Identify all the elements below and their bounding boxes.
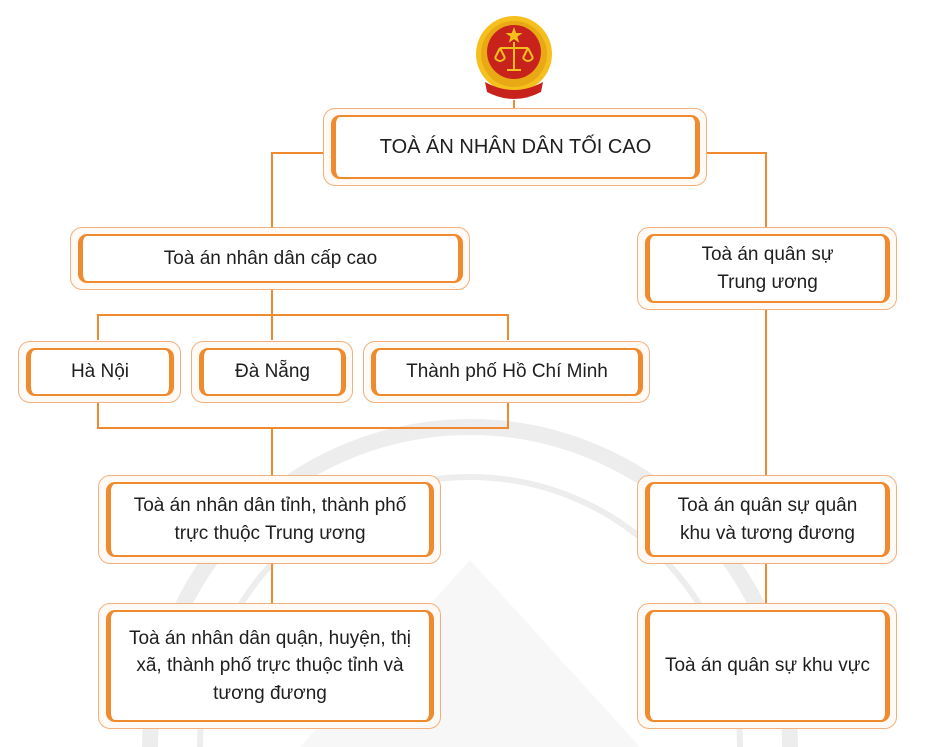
node-military-area-label: Toà án quân sự khu vực (664, 655, 870, 677)
node-military-area: Toà án quân sự khu vực (637, 603, 897, 729)
node-military-area-frame: Toà án quân sự khu vực (645, 610, 890, 722)
node-military-region-line2: khu và tương đương (679, 522, 855, 544)
node-hcm: Thành phố Hồ Chí Minh (363, 341, 650, 403)
node-danang-label: Đà Nẵng (235, 361, 310, 383)
node-danang-frame: Đà Nẵng (199, 348, 346, 396)
connector-supreme-high (271, 152, 331, 228)
node-supreme-court: TOÀ ÁN NHÂN DÂN TỐI CAO (323, 108, 707, 186)
node-supreme-court-frame: TOÀ ÁN NHÂN DÂN TỐI CAO (331, 115, 700, 179)
node-district-line1: Toà án nhân dân quận, huyện, thị (128, 627, 412, 649)
node-district-line3: tương đương (213, 682, 327, 704)
node-hcm-label: Thành phố Hồ Chí Minh (406, 361, 608, 383)
node-military-region-frame: Toà án quân sự quân khu và tương đương (645, 482, 890, 557)
node-hanoi: Hà Nội (18, 341, 181, 403)
node-military-region-label: Toà án quân sự quân khu và tương đương (672, 492, 864, 547)
node-military-central-line2: Trung ương (717, 271, 818, 293)
connector-supreme-military (700, 152, 767, 228)
node-high-court-label: Toà án nhân dân cấp cao (163, 247, 378, 269)
node-hanoi-frame: Hà Nội (26, 348, 174, 396)
node-provincial-court-frame: Toà án nhân dân tỉnh, thành phố trực thu… (106, 482, 434, 557)
connector-regional-frame (97, 400, 509, 429)
node-hcm-frame: Thành phố Hồ Chí Minh (371, 348, 643, 396)
node-military-region-line1: Toà án quân sự quân (677, 494, 858, 516)
connector-regional-bus (97, 314, 509, 340)
node-district-court-frame: Toà án nhân dân quận, huyện, thị xã, thà… (106, 610, 434, 722)
node-district-court-label: Toà án nhân dân quận, huyện, thị xã, thà… (123, 625, 417, 708)
node-high-court-frame: Toà án nhân dân cấp cao (78, 234, 463, 283)
node-hanoi-label: Hà Nội (70, 361, 130, 383)
node-military-central-line1: Toà án quân sự (701, 243, 834, 265)
node-provincial-line1: Toà án nhân dân tỉnh, thành phố (133, 494, 407, 516)
node-provincial-court-label: Toà án nhân dân tỉnh, thành phố trực thu… (128, 492, 413, 547)
node-military-central-frame: Toà án quân sự Trung ương (645, 234, 890, 303)
node-military-central: Toà án quân sự Trung ương (637, 227, 897, 310)
node-district-court: Toà án nhân dân quận, huyện, thị xã, thà… (98, 603, 441, 729)
court-emblem-icon (476, 16, 552, 99)
node-district-line2: xã, thành phố trực thuộc tỉnh và (136, 655, 404, 677)
node-provincial-line2: trực thuộc Trung ương (174, 522, 366, 544)
node-high-court: Toà án nhân dân cấp cao (70, 227, 470, 290)
node-military-region: Toà án quân sự quân khu và tương đương (637, 475, 897, 564)
node-danang: Đà Nẵng (191, 341, 353, 403)
node-provincial-court: Toà án nhân dân tỉnh, thành phố trực thu… (98, 475, 441, 564)
node-military-central-label: Toà án quân sự Trung ương (695, 241, 839, 296)
node-supreme-court-label: TOÀ ÁN NHÂN DÂN TỐI CAO (379, 135, 652, 158)
